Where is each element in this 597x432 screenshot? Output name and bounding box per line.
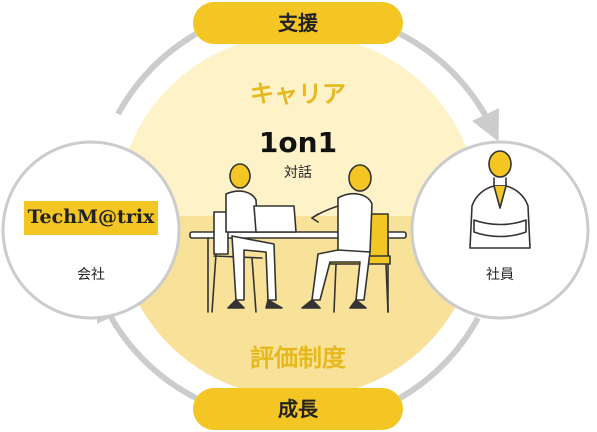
cycle-arc-top-left [115,31,198,116]
support-label: 支援 [278,11,318,35]
growth-label: 成長 [278,397,318,421]
growth-pill: 成長 [193,388,403,430]
cycle-arrow-top-right [398,31,499,142]
evaluation-system-label: 評価制度 [250,344,346,372]
techmatrix-logo-box [24,201,158,235]
cycle-arc-bottom-right [398,316,481,401]
employee-label: 社員 [486,267,514,283]
meeting-illustration [189,163,407,313]
company-label: 会社 [77,267,105,283]
techmatrix-logo-text: TechM@trix [27,206,155,228]
support-pill: 支援 [193,2,403,44]
employee-illustration [469,150,531,249]
one-on-one-label: 1on1 [258,126,338,159]
career-label: キャリア [250,80,346,108]
dialogue-label: 対話 [284,165,312,181]
